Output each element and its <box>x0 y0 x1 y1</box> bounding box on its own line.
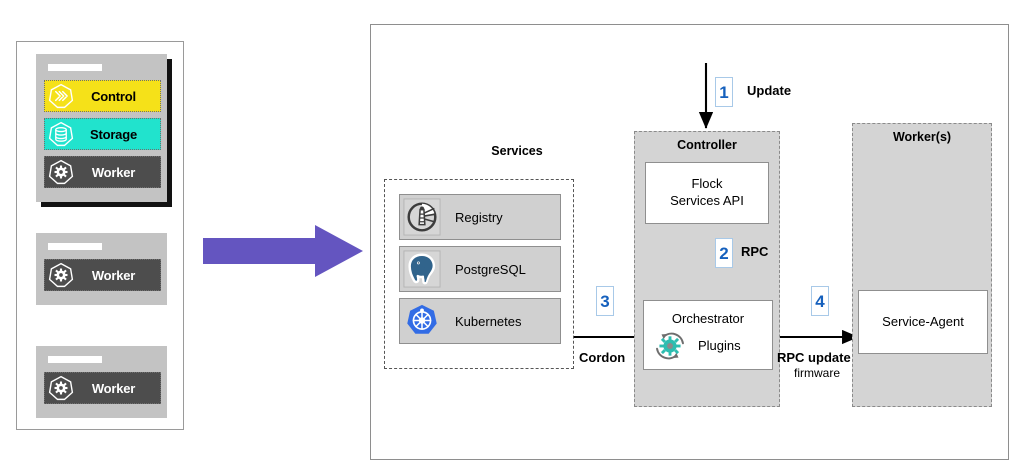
step-badge-3: 3 <box>596 286 614 316</box>
controller-title: Controller <box>677 138 737 152</box>
node-card-control-plane[interactable]: Control Storage <box>36 54 167 202</box>
service-item-kubernetes[interactable]: Kubernetes <box>399 298 561 344</box>
gear-heptagon-icon <box>48 262 74 288</box>
step-label-1: Update <box>747 83 792 98</box>
right-arrow-icon <box>203 225 363 277</box>
postgresql-elephant-icon <box>403 250 441 288</box>
step-badge-4: 4 <box>811 286 829 316</box>
node-title-bar <box>48 356 102 363</box>
node-card-worker-n[interactable]: Worker <box>36 346 167 418</box>
workers-group: Worker(s) Service-Agent <box>852 123 992 407</box>
step-label-4: RPC update <box>777 350 851 365</box>
orchestrator-box[interactable]: Orchestrator <box>643 300 773 370</box>
step-badge-2: 2 <box>715 238 733 268</box>
service-item-registry[interactable]: Registry <box>399 194 561 240</box>
service-label: Registry <box>455 209 503 225</box>
flock-services-api-box[interactable]: Flock Services API <box>645 162 769 224</box>
service-agent-box[interactable]: Service-Agent <box>858 290 988 354</box>
controller-group: Controller Flock Services API Orchestrat… <box>634 131 780 407</box>
role-label: Worker <box>91 164 136 180</box>
step-sublabel-4: firmware <box>794 366 841 380</box>
step-badge-1: 1 <box>715 77 733 107</box>
node-card-worker-1[interactable]: Worker <box>36 233 167 305</box>
plugins-label: Plugins <box>698 338 741 353</box>
role-row-worker[interactable]: Worker <box>44 259 161 291</box>
service-label: Kubernetes <box>455 313 522 329</box>
chevrons-heptagon-icon <box>48 83 74 109</box>
step-label-2: RPC <box>741 244 769 259</box>
database-heptagon-icon <box>48 121 74 147</box>
architecture-diagram: Services Registry <box>370 24 1009 460</box>
role-row-worker[interactable]: Worker <box>44 372 161 404</box>
plugins-gear-icon <box>656 332 684 360</box>
service-item-postgresql[interactable]: PostgreSQL <box>399 246 561 292</box>
cluster-panel: Control Storage <box>16 41 184 430</box>
node-title-bar <box>48 64 102 71</box>
role-row-control[interactable]: Control <box>44 80 161 112</box>
service-agent-label: Service-Agent <box>882 313 964 329</box>
services-title: Services <box>491 144 543 158</box>
services-group: Registry PostgreSQL <box>384 179 574 369</box>
node-title-bar <box>48 243 102 250</box>
role-label: Control <box>91 88 136 104</box>
role-row-storage[interactable]: Storage <box>44 118 161 150</box>
flock-api-line-2: Services API <box>670 193 744 208</box>
flock-api-line-1: Flock <box>691 176 723 192</box>
role-label: Worker <box>91 267 136 283</box>
gear-heptagon-icon <box>48 159 74 185</box>
step-label-3: Cordon <box>579 350 626 365</box>
harbor-registry-icon <box>403 198 441 236</box>
gear-heptagon-icon <box>48 375 74 401</box>
role-label: Worker <box>91 380 136 396</box>
role-label: Storage <box>89 126 137 142</box>
kubernetes-helm-icon <box>407 304 437 334</box>
role-row-worker[interactable]: Worker <box>44 156 161 188</box>
orchestrator-title: Orchestrator <box>671 311 745 326</box>
service-label: PostgreSQL <box>455 261 526 277</box>
workers-title: Worker(s) <box>892 130 952 144</box>
